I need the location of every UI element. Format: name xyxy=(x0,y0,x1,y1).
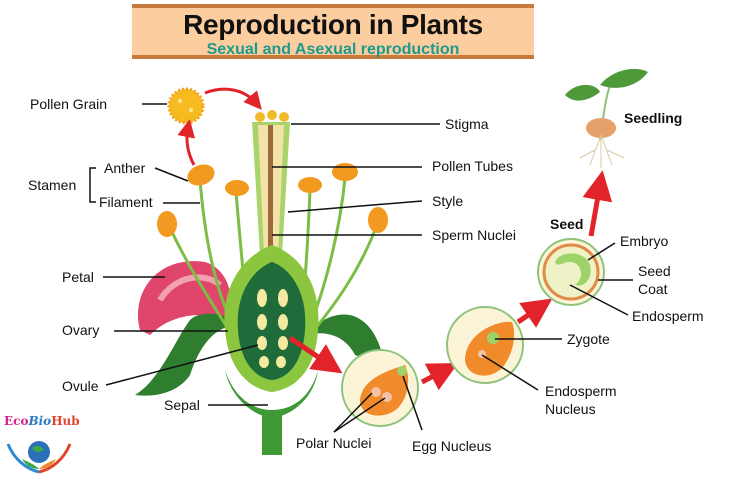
label-petal: Petal xyxy=(62,269,94,285)
logo-hub: Hub xyxy=(51,414,80,428)
arrow-pollen-to-stigma xyxy=(204,87,262,110)
seedling-shape xyxy=(565,68,648,168)
label-endosperm-nucleus-2: Nucleus xyxy=(545,401,596,417)
label-pollen-tubes: Pollen Tubes xyxy=(432,158,513,174)
ecobiohub-logo: EcoBioHub xyxy=(4,414,80,480)
page-subtitle: Sexual and Asexual reproduction xyxy=(206,41,460,58)
globe-hands-icon xyxy=(6,441,72,474)
label-style: Style xyxy=(432,193,464,209)
label-ovary: Ovary xyxy=(62,322,100,338)
red-arrows xyxy=(177,87,613,391)
label-anther: Anther xyxy=(104,160,146,176)
arrow-to-seed xyxy=(516,298,553,328)
leader-lines xyxy=(89,103,633,433)
pollen-grain-shape xyxy=(167,87,205,125)
label-pollen-grain: Pollen Grain xyxy=(30,96,108,112)
label-embryo: Embryo xyxy=(620,233,669,249)
title-banner: Reproduction in Plants Sexual and Asexua… xyxy=(132,4,534,59)
label-polar-nuclei: Polar Nuclei xyxy=(296,435,372,451)
label-seed: Seed xyxy=(550,216,584,232)
logo-eco: Eco xyxy=(4,414,29,428)
label-endosperm: Endosperm xyxy=(632,308,704,324)
label-ovule: Ovule xyxy=(62,378,99,394)
label-sperm-nuclei: Sperm Nuclei xyxy=(432,227,517,243)
arrow-to-zygote xyxy=(420,363,459,391)
stem xyxy=(262,410,282,455)
seed-circle xyxy=(537,238,605,306)
arrow-ovule-to-fertilization xyxy=(288,335,343,374)
label-endosperm-nucleus-1: Endosperm xyxy=(545,383,617,399)
fertilization-circle xyxy=(341,349,419,427)
ovary-shape xyxy=(224,245,319,455)
label-seed-coat-2: Coat xyxy=(638,281,668,297)
zygote-circle xyxy=(446,306,524,384)
anthers xyxy=(157,163,388,237)
label-seedling: Seedling xyxy=(624,110,683,126)
label-egg-nucleus: Egg Nucleus xyxy=(412,438,492,454)
page-title: Reproduction in Plants xyxy=(183,9,483,40)
label-sepal: Sepal xyxy=(164,397,200,413)
pollen-tube xyxy=(268,125,273,325)
label-stamen: Stamen xyxy=(28,177,77,193)
arrow-anther-to-pollen xyxy=(177,119,196,166)
label-filament: Filament xyxy=(99,194,153,210)
label-stigma: Stigma xyxy=(445,116,489,132)
logo-text: EcoBioHub xyxy=(4,414,80,428)
label-seed-coat-1: Seed xyxy=(638,263,671,279)
label-zygote: Zygote xyxy=(567,331,610,347)
logo-bio: Bio xyxy=(28,414,52,428)
ovules xyxy=(257,289,288,368)
arrow-to-seedling xyxy=(582,170,613,237)
pistil xyxy=(252,110,290,325)
